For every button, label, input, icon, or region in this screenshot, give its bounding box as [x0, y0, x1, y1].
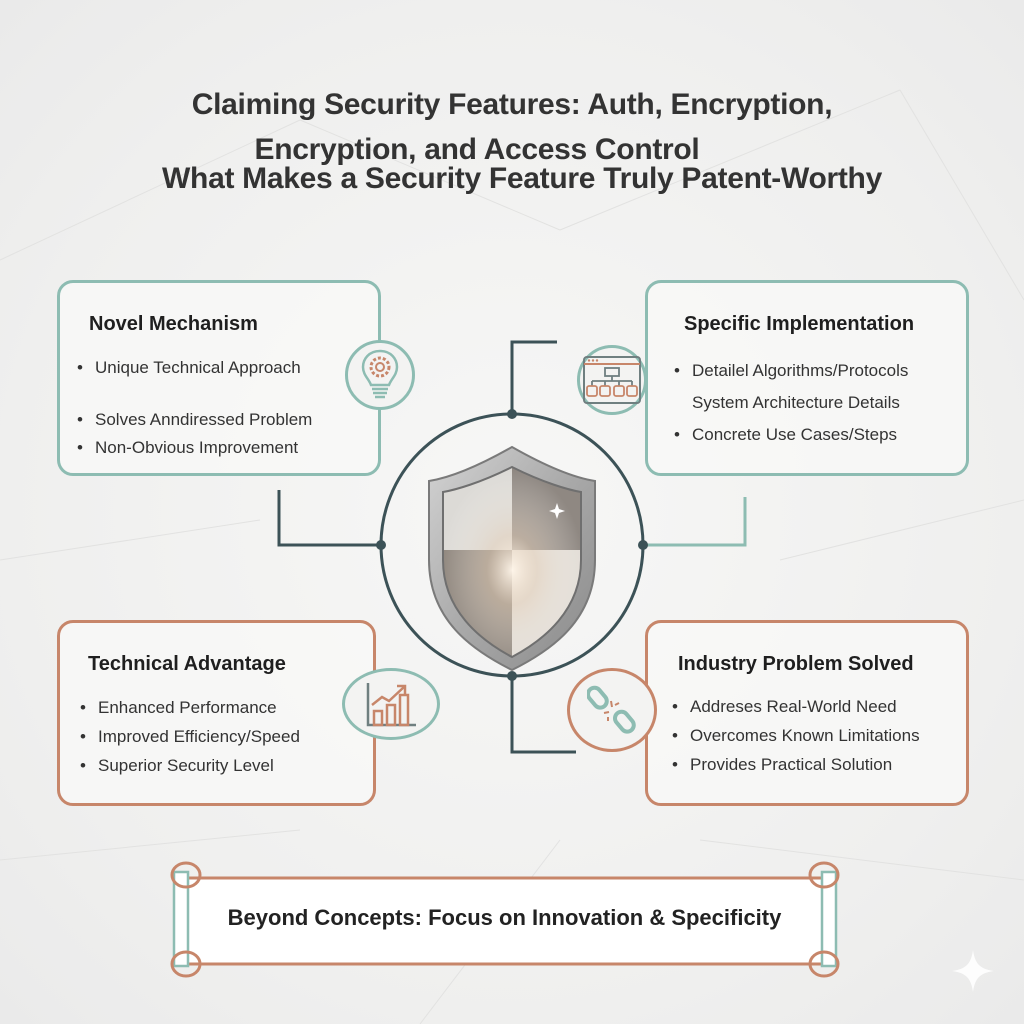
list-item: Addreses Real-World Need — [670, 697, 920, 717]
list-item: Solves Anndiressed Problem — [75, 410, 312, 430]
list-item: Improved Efficiency/Speed — [78, 727, 300, 747]
list-item: System Architecture Details — [692, 393, 900, 412]
broken-chain-icon — [567, 668, 657, 752]
card-list: Enhanced Performance Improved Efficiency… — [78, 698, 300, 776]
card-novel-mechanism: Novel Mechanism Unique Technical Approac… — [57, 280, 381, 476]
card-heading: Specific Implementation — [684, 313, 915, 335]
card-heading: Novel Mechanism — [89, 313, 258, 335]
card-heading: Industry Problem Solved — [678, 653, 914, 675]
list-item: Overcomes Known Limitations — [670, 726, 920, 746]
list-item: Enhanced Performance — [78, 698, 300, 718]
subtitle: What Makes a Security Feature Truly Pate… — [162, 162, 882, 195]
card-technical-advantage: Technical Advantage Enhanced Performance… — [57, 620, 376, 806]
lightbulb-gear-icon — [345, 340, 415, 410]
architecture-diagram-icon — [577, 345, 647, 415]
list-item: Concrete Use Cases/Steps — [672, 425, 908, 445]
card-heading: Technical Advantage — [88, 653, 286, 675]
list-item: Non-Obvious Improvement — [75, 438, 312, 458]
growth-chart-icon — [342, 668, 440, 740]
card-list: Addreses Real-World Need Overcomes Known… — [670, 697, 920, 775]
card-industry-problem-solved: Industry Problem Solved Addreses Real-Wo… — [645, 620, 969, 806]
list-item: Provides Practical Solution — [670, 755, 920, 775]
card-specific-implementation: Specific Implementation Detailel Algorit… — [645, 280, 969, 476]
card-list: Unique Technical Approach Solves Anndire… — [75, 358, 312, 458]
banner-text: Beyond Concepts: Focus on Innovation & S… — [227, 905, 782, 930]
card-list: Detailel Algorithms/Protocols System Arc… — [672, 361, 908, 445]
title-line-2: Encryption, and Access Control — [254, 133, 700, 166]
list-item: Detailel Algorithms/Protocols — [672, 361, 908, 381]
title-line-1: Claiming Security Features: Auth, Encryp… — [191, 88, 833, 121]
sparkle-icon — [952, 950, 994, 992]
list-item: Superior Security Level — [78, 756, 300, 776]
list-item: Unique Technical Approach — [75, 358, 312, 378]
